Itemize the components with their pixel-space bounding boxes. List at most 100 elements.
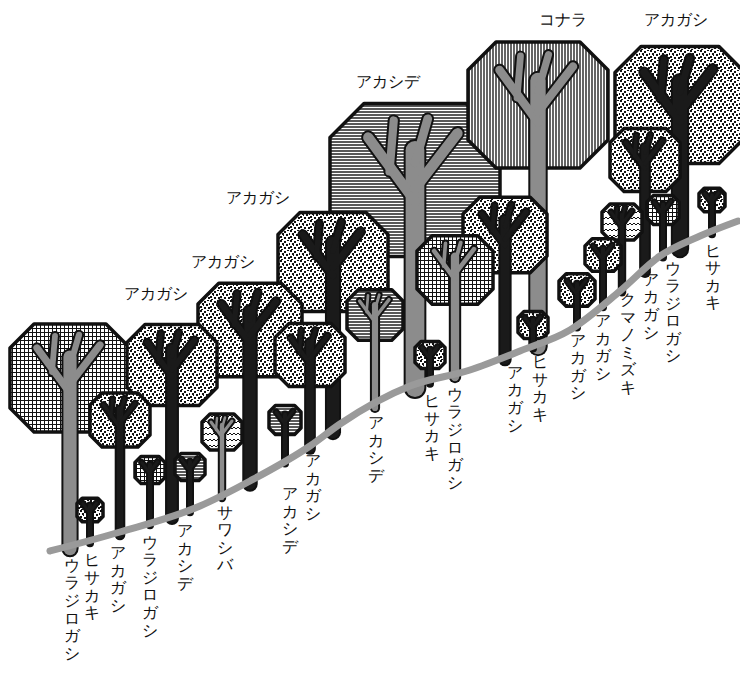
trunk-outline [300, 331, 302, 352]
trunk [492, 206, 494, 231]
trunk [310, 330, 315, 348]
species-label: クマノミズキ [620, 291, 636, 397]
ground-slope [50, 221, 738, 551]
trunk [333, 222, 341, 251]
species-label: サワシバ [217, 504, 233, 574]
trunk-outline [52, 336, 55, 372]
trunk-outline [538, 55, 549, 91]
trunk-outline [645, 135, 650, 153]
trunk [234, 294, 237, 325]
species-label: ウラジロガシ [142, 534, 158, 640]
trunk [603, 245, 612, 257]
species-label: ウラジロガシ [64, 557, 80, 663]
trunk-outline [159, 334, 161, 361]
trunk-outline [222, 418, 225, 428]
trunk-outline [250, 293, 258, 320]
trunk [517, 56, 521, 98]
trunk [159, 334, 161, 361]
trunk-outline [616, 208, 617, 220]
trunk-outline [505, 205, 511, 227]
trunk-outline [635, 136, 637, 157]
species-label: アカシデ [282, 485, 298, 555]
species-label: ウラジロガシ [447, 386, 463, 492]
trunk-outline [415, 119, 428, 163]
species-label: アカシデ [356, 72, 420, 92]
trunk-outline [455, 243, 461, 263]
trunk [172, 333, 179, 356]
trunk [567, 281, 577, 295]
trunk-outline [661, 60, 664, 99]
trunk-outline [375, 295, 379, 310]
trunk [533, 317, 541, 327]
trunk [190, 459, 198, 469]
trunk-outline [390, 121, 394, 172]
trunk [300, 331, 302, 352]
trunk [622, 208, 625, 218]
species-label: アカガシ [644, 10, 708, 30]
trunk-outline [234, 294, 237, 325]
ground-line [50, 221, 738, 551]
trunk [317, 224, 320, 257]
trunk-outline [120, 398, 125, 414]
trunk-outline [216, 418, 217, 430]
trunk [635, 136, 637, 157]
trunk-outline [492, 206, 494, 231]
trunk [444, 243, 446, 266]
trunk-outline [517, 56, 521, 98]
trunk [375, 295, 379, 310]
species-label: ウラジロガシ [665, 260, 681, 366]
species-label: アカガシ [643, 271, 659, 341]
tree [417, 236, 493, 377]
trunk [505, 205, 511, 227]
trunk [150, 462, 158, 472]
trunk [390, 121, 394, 172]
species-label: ヒサカキ [532, 353, 548, 423]
trunk [712, 193, 719, 201]
species-label: コナラ [539, 10, 587, 30]
trunk [250, 293, 258, 320]
trunk [616, 208, 617, 220]
trunk-outline [444, 243, 446, 266]
trunk-outline [317, 224, 320, 257]
trunk [52, 336, 55, 372]
species-label: アカガシ [191, 252, 255, 272]
species-label: アカガシ [226, 188, 290, 208]
trunk [367, 295, 368, 312]
trees [10, 42, 740, 549]
trunk [577, 280, 586, 292]
trunk [661, 60, 664, 99]
trunk-outline [111, 399, 113, 417]
trunk-outline [70, 335, 79, 366]
species-label: ヒサカキ [424, 392, 440, 462]
trunk [285, 411, 293, 421]
trunk [680, 58, 690, 92]
species-label: ヒサカキ [705, 242, 721, 312]
trunk [645, 135, 650, 153]
trunk [111, 399, 113, 417]
trunk [415, 119, 428, 163]
species-label: アカガシ [305, 452, 321, 522]
species-label: アカガシ [507, 364, 523, 434]
species-label: アカガシ [124, 284, 188, 304]
species-label: ヒサカキ [84, 551, 100, 621]
trunk-outline [310, 330, 315, 348]
trunk [538, 55, 549, 91]
trunk [663, 201, 671, 211]
trunk [90, 503, 97, 511]
species-label: アカガシ [595, 312, 611, 382]
trunk [70, 335, 79, 366]
trunk [430, 347, 438, 357]
trunk-outline [622, 208, 625, 218]
trunk-outline [333, 222, 341, 251]
trunk-outline [680, 58, 690, 92]
trunk-outline [172, 333, 179, 356]
tree [135, 457, 165, 526]
species-label: アカシデ [368, 414, 384, 484]
trunk [455, 243, 461, 263]
trunk [593, 246, 603, 260]
trunk [120, 398, 125, 414]
species-label: アカガシ [570, 332, 586, 402]
species-label: アカシデ [177, 522, 193, 592]
trunk [216, 418, 217, 430]
